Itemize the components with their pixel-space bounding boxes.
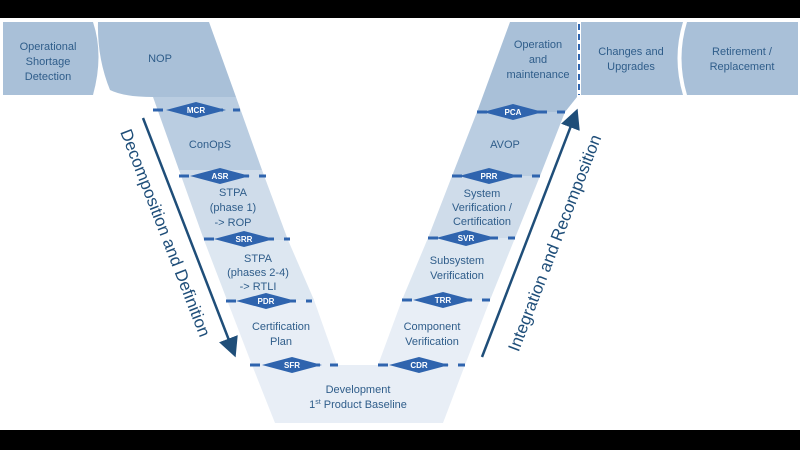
svg-text:PRR: PRR (481, 172, 498, 181)
svg-text:ASR: ASR (212, 172, 229, 181)
avop-band (452, 112, 565, 176)
retirement-text-2: Replacement (710, 61, 775, 73)
subsys-text-1: Subsystem (430, 255, 484, 267)
stpa1-band (179, 170, 288, 240)
certplan-text-1: Certification (252, 321, 310, 333)
milestone-pca: PCA (477, 104, 565, 120)
stpa1-text-1: STPA (219, 187, 248, 199)
shortage-text-3: Detection (25, 71, 71, 83)
milestone-pdr: PDR (226, 293, 312, 309)
operation-text-1: Operation (514, 39, 562, 51)
shortage-text-2: Shortage (26, 56, 71, 68)
stpa24-band (204, 240, 314, 300)
nop-band (97, 22, 236, 97)
stpa1-text-2: (phase 1) (210, 202, 256, 214)
milestone-mcr: MCR (153, 102, 240, 118)
stpa24-text-3: -> RTLI (240, 281, 277, 293)
nop-text: NOP (148, 53, 172, 65)
sysverif-text-1: System (464, 188, 501, 200)
stpa24-text-2: (phases 2-4) (227, 267, 289, 279)
operation-text-3: maintenance (507, 69, 570, 81)
baseline-text: 1st Product Baseline (309, 399, 407, 411)
svg-text:TRR: TRR (435, 296, 452, 305)
retirement-box (681, 22, 798, 95)
certplan-text-2: Plan (270, 336, 292, 348)
sysverif-text-3: Certification (453, 216, 511, 228)
conops-text: ConOpS (189, 139, 231, 151)
baseline-superscript: st (315, 399, 321, 406)
svg-text:SRR: SRR (236, 235, 253, 244)
milestone-srr: SRR (204, 231, 290, 247)
development-band (252, 365, 465, 423)
decomposition-arrow (141, 117, 238, 358)
svg-text:CDR: CDR (410, 361, 428, 370)
development-text: Development (326, 384, 391, 396)
changes-text-1: Changes and (598, 46, 663, 58)
integration-arrow (480, 108, 580, 358)
svg-text:PCA: PCA (505, 108, 522, 117)
svg-text:PDR: PDR (258, 297, 275, 306)
milestone-svr: SVR (428, 230, 515, 246)
baseline-number: 1 (309, 399, 315, 411)
retirement-text-1: Retirement / (712, 46, 773, 58)
subsys-band (402, 238, 515, 300)
shortage-text-1: Operational (20, 41, 77, 53)
svg-text:SVR: SVR (458, 234, 475, 243)
operation-text-2: and (529, 54, 547, 66)
operation-band (477, 22, 577, 112)
sysverif-text-2: Verification / (452, 202, 513, 214)
component-text-1: Component (404, 321, 461, 333)
milestone-asr: ASR (179, 168, 266, 184)
changes-upgrades-box (581, 22, 683, 95)
avop-text: AVOP (490, 139, 520, 151)
milestone-sfr: SFR (250, 357, 338, 373)
conops-band (153, 97, 262, 170)
certplan-band (227, 300, 337, 365)
stpa1-text-3: -> ROP (215, 217, 252, 229)
component-band (378, 300, 490, 365)
milestone-prr: PRR (452, 168, 540, 184)
milestone-trr: TRR (402, 292, 490, 308)
component-text-2: Verification (405, 336, 459, 348)
stpa24-text-1: STPA (244, 253, 273, 265)
svg-text:MCR: MCR (187, 106, 205, 115)
milestone-cdr: CDR (378, 357, 465, 373)
svg-text:SFR: SFR (284, 361, 300, 370)
baseline-rest: Product Baseline (321, 399, 407, 411)
shortage-detection-box (3, 22, 99, 95)
subsys-text-2: Verification (430, 270, 484, 282)
changes-text-2: Upgrades (607, 61, 655, 73)
sysverif-band (428, 176, 540, 238)
